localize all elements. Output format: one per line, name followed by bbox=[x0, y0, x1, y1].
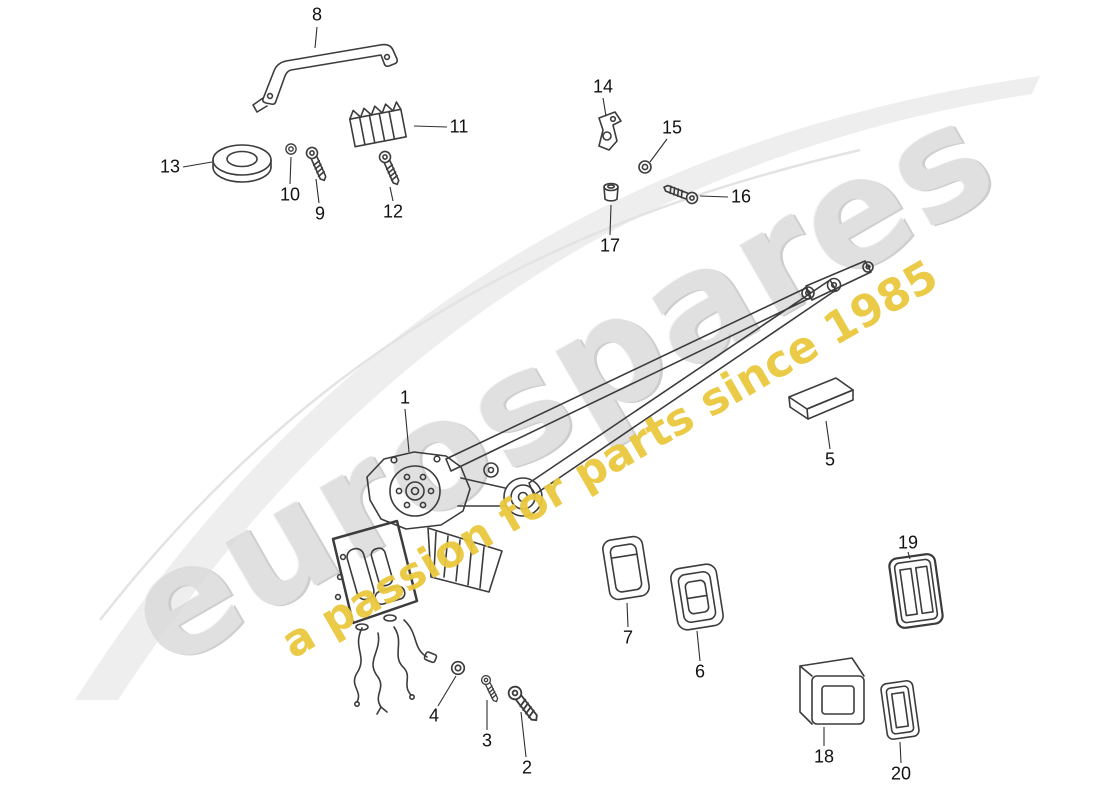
part-19-gasket bbox=[888, 553, 944, 629]
callout-12: 12 bbox=[382, 201, 404, 222]
part-4-washer bbox=[450, 660, 466, 676]
callout-4: 4 bbox=[428, 705, 440, 726]
part-18-housing bbox=[799, 657, 865, 725]
part-10-washer bbox=[285, 143, 297, 155]
callout-2: 2 bbox=[521, 757, 533, 778]
callout-3: 3 bbox=[481, 730, 493, 751]
part-2-bolt bbox=[505, 683, 543, 726]
part-14-bracket bbox=[598, 111, 622, 151]
callout-16: 16 bbox=[730, 186, 752, 207]
callout-18: 18 bbox=[813, 746, 835, 767]
callout-19: 19 bbox=[897, 532, 919, 553]
callout-14: 14 bbox=[592, 76, 614, 97]
callout-11: 11 bbox=[449, 116, 469, 137]
callout-1: 1 bbox=[399, 387, 411, 408]
part-7-switch-bezel bbox=[602, 535, 650, 601]
part-11-clamp bbox=[349, 101, 407, 148]
leader-lines bbox=[182, 26, 911, 764]
callout-8: 8 bbox=[311, 4, 323, 25]
part-12-screw bbox=[376, 148, 404, 188]
callout-17: 17 bbox=[599, 235, 621, 256]
part-15-washer bbox=[638, 160, 652, 174]
part-16-screw bbox=[661, 181, 700, 206]
callout-10: 10 bbox=[279, 184, 301, 205]
part-6-switch bbox=[670, 563, 724, 631]
part-17-grommet-stud bbox=[603, 182, 619, 202]
callout-13: 13 bbox=[159, 156, 181, 177]
part-20-gasket bbox=[880, 680, 920, 740]
part-9-screw bbox=[303, 144, 331, 184]
callout-7: 7 bbox=[622, 627, 634, 648]
callout-9: 9 bbox=[314, 203, 326, 224]
part-3-screw bbox=[479, 673, 502, 705]
callout-20: 20 bbox=[890, 763, 912, 784]
part-1-window-regulator bbox=[331, 260, 874, 715]
part-13-grommet bbox=[212, 144, 272, 183]
callout-15: 15 bbox=[661, 117, 683, 138]
callout-5: 5 bbox=[824, 449, 836, 470]
callout-6: 6 bbox=[694, 661, 706, 682]
part-8-bracket bbox=[252, 43, 398, 113]
part-5-spacer bbox=[788, 377, 854, 420]
